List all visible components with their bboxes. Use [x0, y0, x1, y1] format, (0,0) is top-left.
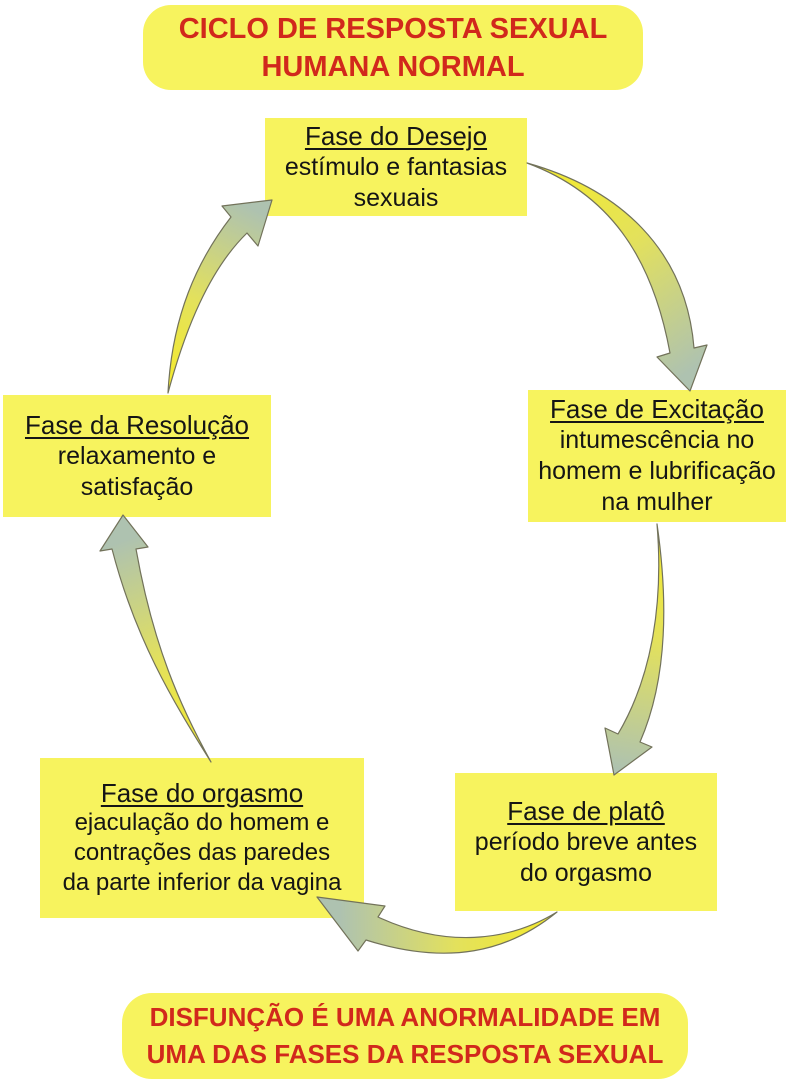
- phase-line: estímulo e fantasias: [284, 152, 508, 181]
- footer-line-2: UMA DAS FASES DA RESPOSTA SEXUAL: [146, 1039, 664, 1069]
- arrow-orgasmo-to-resolucao-icon: [99, 514, 212, 763]
- phase-line: satisfação: [80, 472, 194, 501]
- footer-line-1: DISFUNÇÃO É UMA ANORMALIDADE EM: [149, 1002, 661, 1032]
- phase-heading-excitacao: Fase de Excitação: [550, 394, 764, 424]
- phase-line: período breve antes: [474, 827, 698, 856]
- phase-box-plato: Fase de platô período breve antes do org…: [455, 773, 717, 911]
- phase-box-resolucao: Fase da Resolução relaxamento e satisfaç…: [3, 395, 271, 517]
- arrow-excitacao-to-plato-icon: [604, 523, 665, 776]
- phase-line: da parte inferior da vagina: [62, 869, 342, 896]
- title-line-1: CICLO DE RESPOSTA SEXUAL: [178, 12, 608, 45]
- phase-line: sexuais: [353, 183, 439, 212]
- title-line-2: HUMANA NORMAL: [261, 50, 525, 83]
- phase-heading-desejo: Fase do Desejo: [304, 120, 488, 151]
- phase-line: intumescência no: [559, 426, 755, 454]
- phase-line: ejaculação do homem e: [74, 809, 330, 836]
- phase-line: do orgasmo: [519, 858, 653, 887]
- phase-line: na mulher: [601, 488, 713, 516]
- phase-box-orgasmo: Fase do orgasmo ejaculação do homem e co…: [40, 758, 364, 918]
- phase-box-excitacao: Fase de Excitação intumescência no homem…: [528, 390, 786, 522]
- diagram-footer: DISFUNÇÃO É UMA ANORMALIDADE EM UMA DAS …: [122, 993, 688, 1079]
- phase-line: homem e lubrificação: [538, 457, 776, 485]
- diagram-title: CICLO DE RESPOSTA SEXUAL HUMANA NORMAL: [143, 5, 643, 90]
- phase-box-desejo: Fase do Desejo estímulo e fantasias sexu…: [265, 118, 527, 216]
- arrow-resolucao-to-desejo-icon: [167, 199, 273, 394]
- phase-line: contrações das paredes: [73, 839, 331, 866]
- phase-heading-orgasmo: Fase do orgasmo: [100, 778, 304, 808]
- arrow-desejo-to-excitacao-icon: [526, 162, 708, 392]
- phase-line: relaxamento e: [57, 441, 217, 470]
- phase-heading-resolucao: Fase da Resolução: [24, 409, 250, 440]
- phase-heading-plato: Fase de platô: [507, 795, 665, 826]
